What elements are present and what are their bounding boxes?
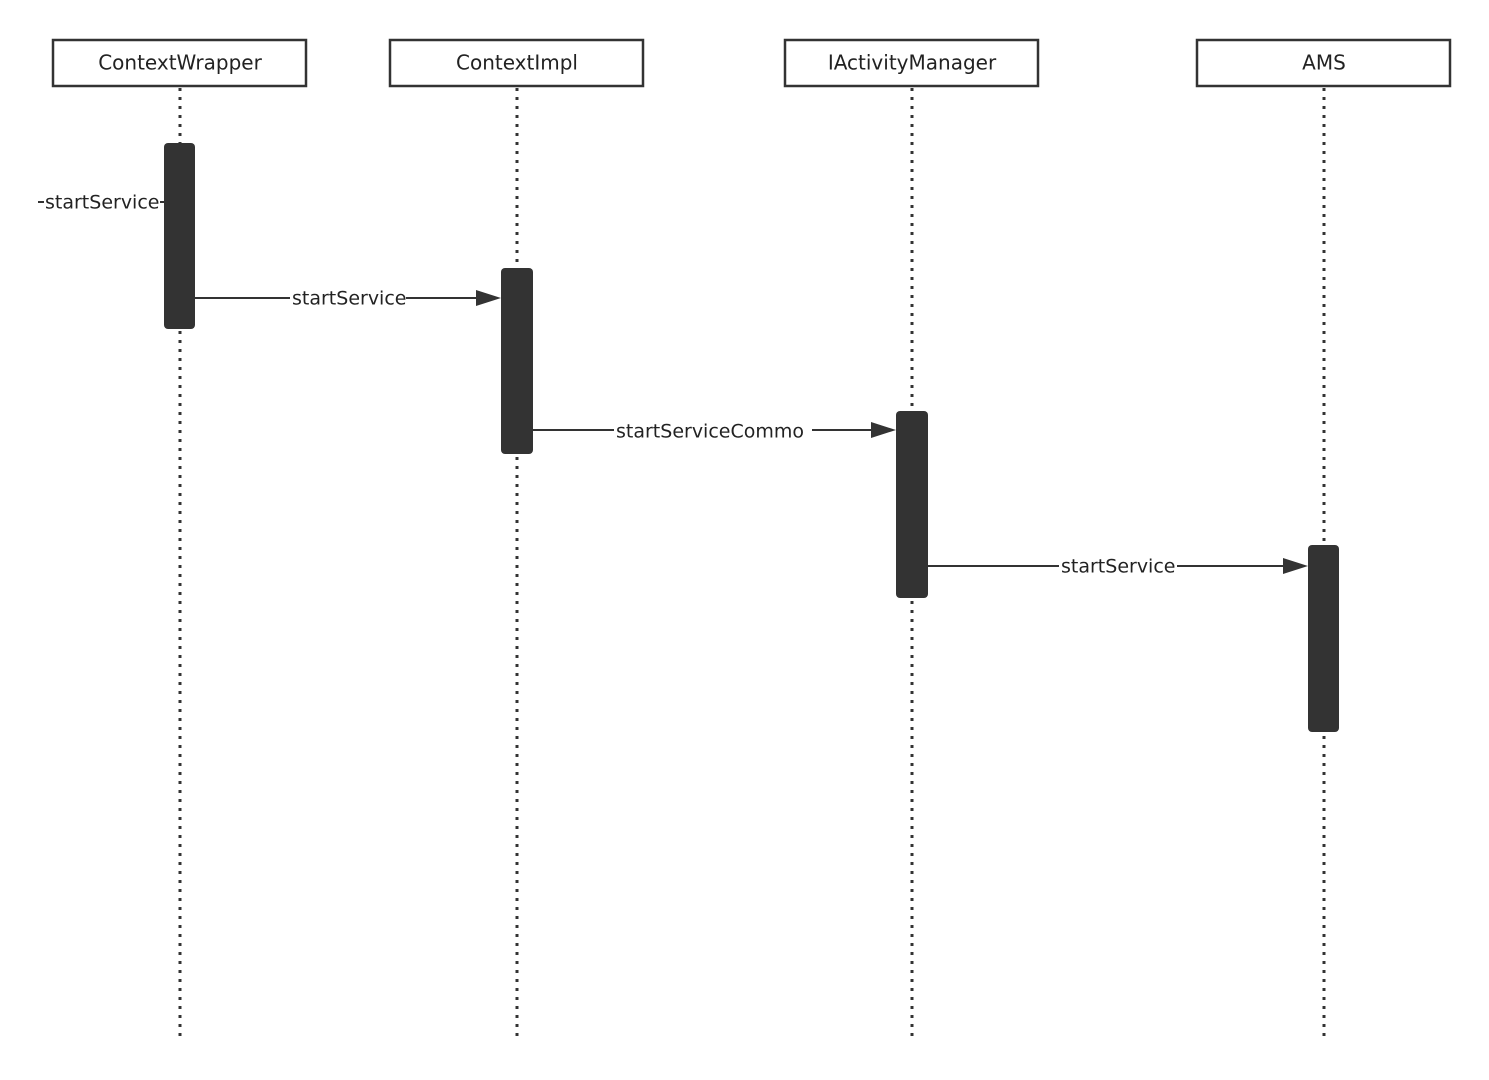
actor-ams: AMS [1195,38,1452,88]
activation-contextimpl [501,268,533,454]
message-startservice-1: startService [195,285,501,311]
actor-box [388,38,645,88]
message-label-background [614,417,812,443]
actor-contextwrapper: ContextWrapper [51,38,308,88]
message-label: startService [292,288,406,310]
activation-ams [1308,545,1339,732]
message-label: startService [45,192,159,214]
actor-box [1195,38,1452,88]
message-label-background [1059,553,1177,579]
arrowhead-icon [476,290,501,306]
activation-contextwrapper [164,143,195,329]
message-startservicecommon: startServiceCommo [533,417,896,443]
message-label: startServiceCommo [616,421,804,443]
message-label: startService [1061,556,1175,578]
actor-label: IActivityManager [828,51,997,75]
arrowhead-icon [871,422,896,438]
actor-box [51,38,308,88]
message-label-background [290,285,406,311]
actor-iactivitymanager: IActivityManager [783,38,1040,88]
actor-label: ContextImpl [456,51,578,75]
actor-label: ContextWrapper [98,51,262,75]
arrowhead-icon [1283,558,1308,574]
message-found-startservice: startService [38,189,164,215]
message-label-background [44,189,160,215]
actor-label: AMS [1302,51,1346,75]
message-startservice-2: startService [928,553,1308,579]
activation-iactivitymanager [896,411,928,598]
actor-contextimpl: ContextImpl [388,38,645,88]
actor-box [783,38,1040,88]
